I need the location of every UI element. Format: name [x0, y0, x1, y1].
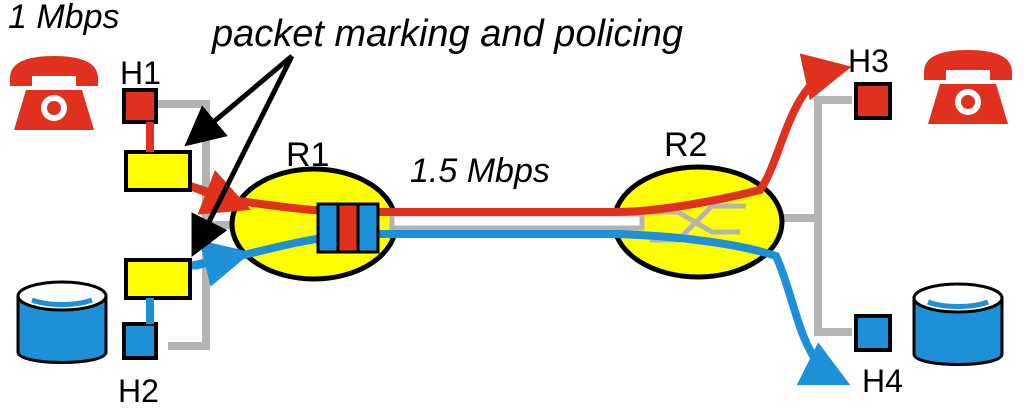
- link-rate-label: 1.5 Mbps: [410, 152, 550, 190]
- host-h1: [122, 88, 158, 124]
- annotation-arrow-bottom: [191, 54, 295, 257]
- host-h3: [854, 82, 892, 120]
- red-flow-arrow-r1: [188, 169, 251, 215]
- disk-icon: [16, 280, 108, 364]
- host-h3-label: H3: [848, 43, 889, 79]
- annotation-arrow-top: [184, 54, 294, 147]
- phone-icon: [10, 56, 98, 130]
- disk-icon: [912, 282, 1004, 366]
- host-h4-label: H4: [862, 363, 903, 399]
- policer-box-top: [124, 150, 192, 192]
- policer-box-bottom: [124, 258, 192, 300]
- host-h4: [854, 314, 892, 352]
- annotation-label: packet marking and policing: [211, 13, 683, 55]
- router-r1-label: R1: [286, 136, 329, 174]
- blue-flow-arrow-r1: [193, 240, 252, 287]
- link-1-5mbps: [389, 211, 645, 231]
- phone-icon: [924, 50, 1012, 124]
- rate-left-label: 1 Mbps: [8, 0, 120, 36]
- router-r2-label: R2: [664, 126, 707, 164]
- host-h2-label: H2: [118, 373, 159, 409]
- r1-output-queue: [316, 202, 380, 254]
- host-h1-label: H1: [120, 55, 161, 91]
- host-h2: [122, 322, 158, 360]
